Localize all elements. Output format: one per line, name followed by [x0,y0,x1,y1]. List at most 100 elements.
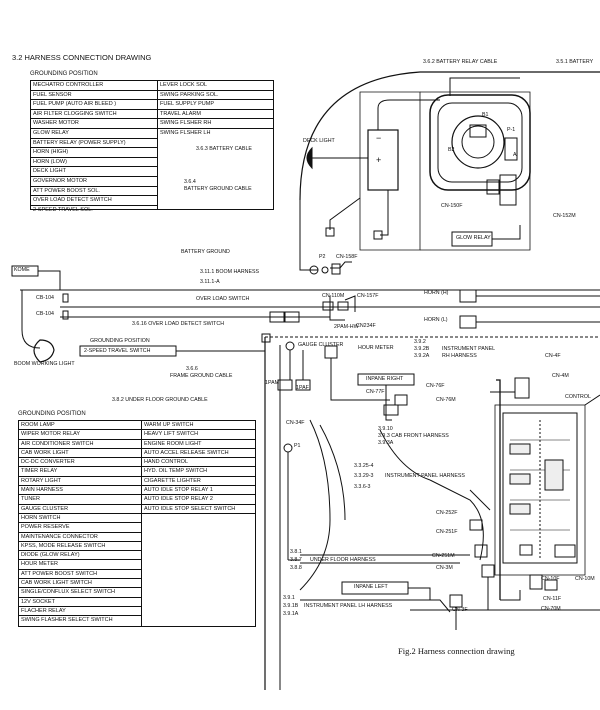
top-table-heading: GROUNDING POSITION [30,71,98,77]
table-row: ROTARY LIGHT [19,477,141,487]
cn11f-label: CN-11F [543,596,562,602]
table-row: DECK LIGHT [31,167,157,177]
cn77f-label: CN-77F [366,389,385,395]
battery-relay-b2-label: B2 [448,147,455,153]
ref-392-label: 3.9.2 [414,339,426,345]
cn110m-label: CN-110M [322,293,345,299]
ref-3111a-label: 3.11.1-A [200,279,220,285]
bottom-table-heading: GROUNDING POSITION [18,411,86,417]
cn157f-label: CN-157F [357,293,379,299]
battery-relay-cable-label: 3.6.2 BATTERY RELAY CABLE [423,59,498,65]
ref-393a-label: 3.9.3A [378,440,394,446]
gauge-cluster-label: GAUGE CLUSTER [298,342,344,348]
inpane-right-label: INPANE RIGHT [366,376,404,382]
horn-low-label: HORN (L) [424,317,448,323]
cn70m-label: CN-70M [541,606,561,612]
table-row: HEAVY LIFT SWITCH [142,430,255,440]
cn150f-label: CN-150F [441,203,463,209]
cn251f-label: CN-251F [436,529,458,535]
ref-392a-label: 3.9.2A [414,353,430,359]
table-row: 12V SOCKET [19,598,141,607]
table-row: AUTO ACCEL RELEASE SWITCH [142,449,255,459]
battery-cable-label: 3.6.3 BATTERY CABLE [196,146,252,152]
table-row: LEVER LOCK SOL [158,81,273,91]
table-row: WASHER MOTOR [31,119,157,129]
table-row: FUEL PUMP (AUTO AIR BLEED ) [31,100,157,110]
table-row: OVER LOAD DETECT SWITCH [31,196,157,206]
cn252f-label: CN-252F [436,510,458,516]
1pam-label: 1PAM [265,380,280,386]
table-row: MECHATRO CONTROLLER [31,81,157,91]
section-title: 3.2 HARNESS CONNECTION DRAWING [12,53,152,62]
cb104-upper-label: CB-104 [36,295,54,301]
deck-light-label: DECK LIGHT [303,138,335,144]
frame-ground-cable-label: FRAME GROUND CABLE [170,373,233,379]
bottom-table-right-column: WARM UP SWITCH HEAVY LIFT SWITCH ENGINE … [142,421,255,514]
table-row: AIR FILTER CLOGGING SWITCH [31,110,157,120]
horn-high-label: HORN (H) [424,290,449,296]
table-row: TRAVEL ALARM [158,110,273,120]
table-row: GAUGE CLUSTER [19,505,141,514]
table-row: HYD. OIL TEMP SWITCH [142,467,255,477]
figure-caption: Fig.2 Harness connection drawing [398,646,515,656]
ref-387-label: 3.8.7 [290,557,302,563]
table-row: HOUR METER [19,560,141,570]
ref-3910-label: 3.9.10 [378,426,393,432]
battery-plus-symbol: + [376,155,382,165]
boom-working-light-label: BOOM WORKING LIGHT [14,361,75,367]
cn4m-label: CN-4M [552,373,569,379]
instrument-panel-harness-label: INSTRUMENT PANEL HARNESS [385,473,465,479]
control-label: CONTROL [565,394,591,400]
table-row: 2-SPEED TRAVEL SOL. [33,206,93,213]
instrument-panel-label: INSTRUMENT PANEL [442,346,496,352]
table-row: CIGARETTE LIGHTER [142,477,255,487]
table-row: ENGINE ROOM LIGHT [142,440,255,449]
table-row: DIODE (GLOW RELAY) [19,551,141,561]
table-row: GOVERNOR MOTOR [31,177,157,187]
ref-366-label: 3.6.6 [186,366,198,372]
ref-364-label: 3.6.4 [184,179,196,185]
bottom-table-left-column: ROOM LAMP WIPER MOTOR RELAY AIR CONDITIO… [19,421,142,626]
cn3m-label: CN-3M [436,565,453,571]
table-row: CAB WORK LIGHT SWITCH [19,579,141,589]
table-row: WIPER MOTOR RELAY [19,430,141,440]
instrument-panel-lh-harness-label: INSTRUMENT PANEL LH HARNESS [304,603,393,609]
table-row: BATTERY RELAY (POWER SUPPLY) [31,139,157,149]
table-row: AUTO IDLE STOP RELAY 2 [142,495,255,505]
table-row: SINGLE/CONFLUX SELECT SWITCH [19,588,141,598]
bottom-grounding-table: ROOM LAMP WIPER MOTOR RELAY AIR CONDITIO… [18,420,256,627]
top-grounding-table: MECHATRO CONTROLLER FUEL SENSOR FUEL PUM… [30,80,274,213]
table-row: ATT POWER BOOST SWITCH [19,570,141,580]
under-floor-ground-cable-label: 3.8.2 UNDER FLOOR GROUND CABLE [112,397,208,403]
top-table-right-column: LEVER LOCK SOL SWING PARKING SOL. FUEL S… [158,81,273,138]
cn4f-label: CN-4F [545,353,561,359]
cn158f-label: CN-158F [336,254,358,260]
under-floor-harness-label: UNDER FLOOR HARNESS [310,557,376,563]
table-row: POWER RESERVE [19,523,141,533]
table-row: CAB WORK LIGHT [19,449,141,459]
ref-391a-label: 3.9.1A [283,611,299,617]
table-row: DC-DC CONVERTER [19,458,141,468]
table-row: AUTO IDLE STOP RELAY 1 [142,486,255,496]
p2-label: P2 [319,254,326,260]
kome-label: KOME [14,267,30,273]
table-row: FUEL SENSOR [31,91,157,101]
table-row: SWING PARKING SOL. [158,91,273,101]
table-row: FUEL SUPPLY PUMP [158,100,273,110]
table-row: MAIN HARNESS [19,486,141,496]
table-row: WARM UP SWITCH [142,421,255,431]
battery-relay-a-label: A [513,152,517,158]
battery-ref-label: 3.5.1 BATTERY [556,59,594,65]
cn152m-label: CN-152M [553,213,576,219]
ref-392b-label: 3.9.2B [414,346,430,352]
table-row: MAINTENANCE CONNECTOR [19,533,141,542]
overload-switch-label: OVER LOAD SWITCH [196,296,250,302]
cb104-lower-label: CB-104 [36,311,54,317]
ref-391-label: 3.9.1 [283,595,295,601]
battery-minus-symbol: − [376,133,382,143]
grounding-position-label: GROUNDING POSITION [90,338,150,344]
table-row: SWING FLSHER LH [160,129,211,136]
cn34f-label: CN-34F [286,420,305,426]
ref-381-label: 3.8.1 [290,549,302,555]
